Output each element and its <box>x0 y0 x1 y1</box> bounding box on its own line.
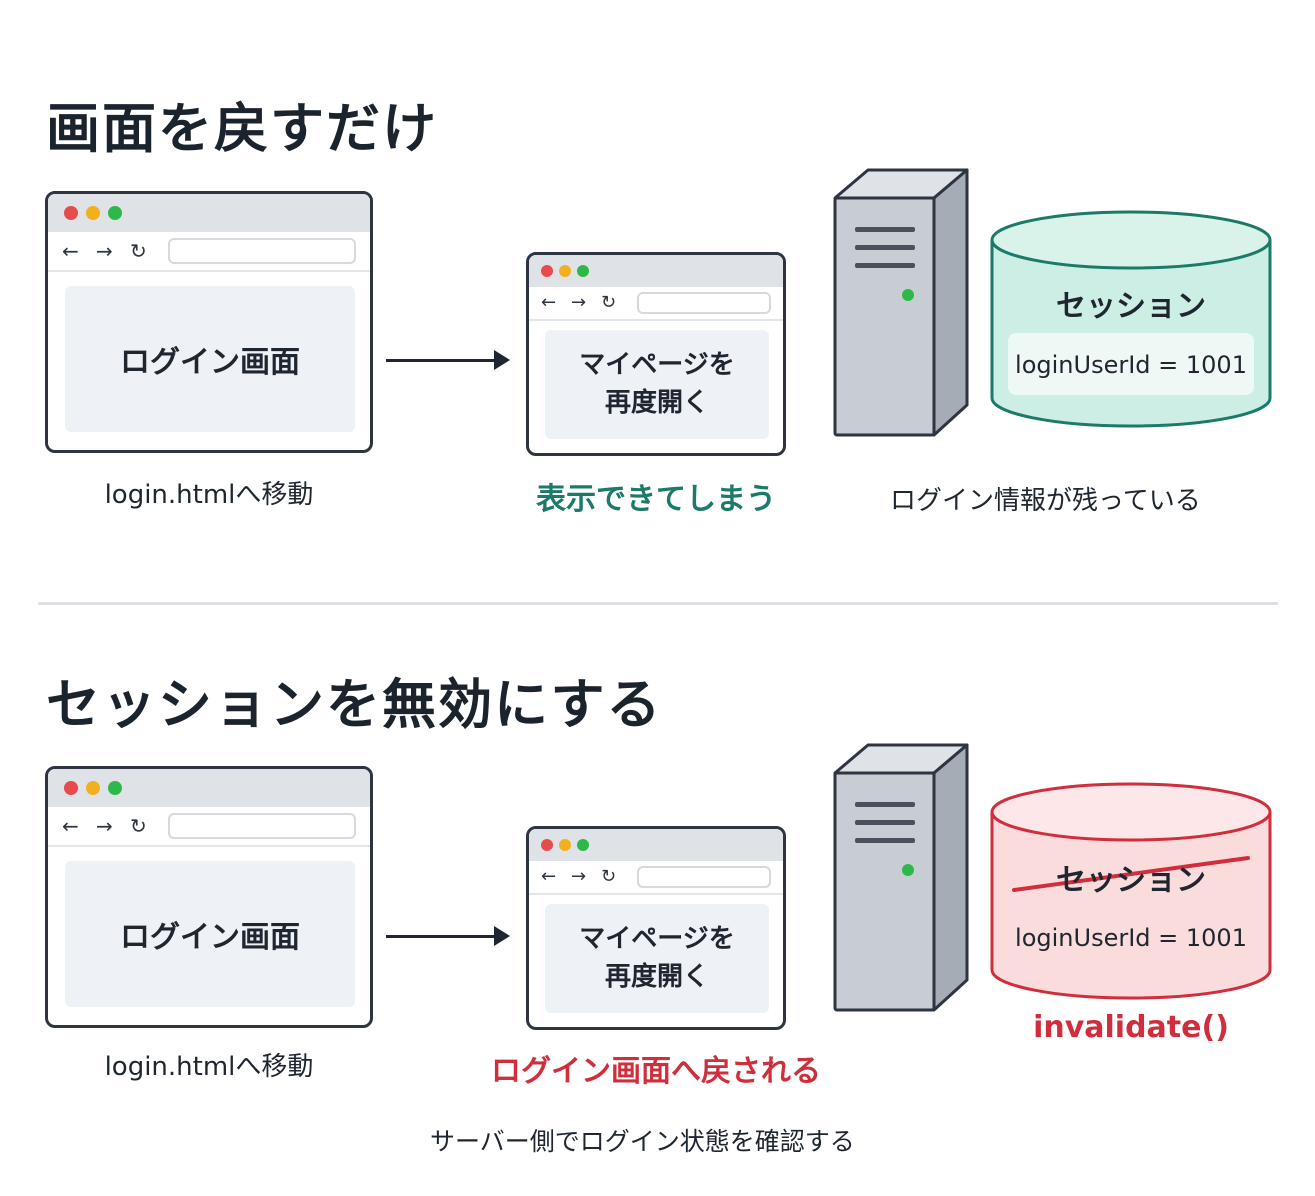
back-arrow-icon: ← <box>541 866 557 887</box>
browser-window-login: ← → ↻ ログイン画面 <box>45 191 373 453</box>
minimize-dot-icon <box>86 781 100 795</box>
session-label-struck: セッション <box>1056 863 1206 898</box>
browser-toolbar: ← → ↻ <box>529 861 783 895</box>
session-database-icon <box>990 210 1272 428</box>
close-dot-icon <box>64 781 78 795</box>
reload-icon: ↻ <box>130 814 147 838</box>
browser-titlebar <box>48 194 370 232</box>
reload-icon: ↻ <box>130 239 147 263</box>
server-icon <box>833 168 969 437</box>
browser1-caption: login.htmlへ移動 <box>104 1052 314 1082</box>
server-icon <box>833 743 969 1012</box>
maximize-dot-icon <box>577 265 589 277</box>
reload-icon: ↻ <box>601 866 617 887</box>
browser-titlebar <box>529 255 783 287</box>
reload-icon: ↻ <box>601 292 617 313</box>
section-title: セッションを無効にする <box>46 673 663 736</box>
close-dot-icon <box>541 839 553 851</box>
invalidated-session-database-icon <box>990 782 1272 1000</box>
browser-toolbar: ← → ↻ <box>529 287 783 321</box>
maximize-dot-icon <box>108 206 122 220</box>
minimize-dot-icon <box>559 265 571 277</box>
section-divider <box>38 602 1278 605</box>
forward-arrow-icon: → <box>571 292 587 313</box>
forward-arrow-icon: → <box>96 239 113 263</box>
browser-content: ログイン画面 <box>65 861 355 1007</box>
session-remains-note: ログイン情報が残っている <box>890 486 1201 516</box>
result-caption-redirect: ログイン画面へ戻される <box>491 1054 821 1089</box>
browser-titlebar <box>529 829 783 861</box>
maximize-dot-icon <box>577 839 589 851</box>
back-arrow-icon: ← <box>62 814 79 838</box>
browser-window-mypage: ← → ↻ マイページを 再度開く <box>526 252 786 456</box>
browser-window-login: ← → ↻ ログイン画面 <box>45 766 373 1028</box>
session-value: loginUserId = 1001 <box>1015 351 1247 379</box>
section-back-only: 画面を戻すだけ ← → ↻ ログイン画面 login.htmlへ移動 ← → ↻… <box>0 0 1315 580</box>
section-invalidate-session: セッションを無効にする ← → ↻ ログイン画面 login.htmlへ移動 ←… <box>0 610 1315 1196</box>
maximize-dot-icon <box>108 781 122 795</box>
address-bar <box>168 238 356 264</box>
session-value: loginUserId = 1001 <box>1015 924 1247 952</box>
back-arrow-icon: ← <box>62 239 79 263</box>
flow-arrow <box>386 350 510 370</box>
minimize-dot-icon <box>86 206 100 220</box>
forward-arrow-icon: → <box>571 866 587 887</box>
invalidate-method-label: invalidate() <box>1033 1010 1229 1045</box>
browser-window-mypage: ← → ↻ マイページを 再度開く <box>526 826 786 1030</box>
section-title: 画面を戻すだけ <box>46 97 438 160</box>
result-caption-ok: 表示できてしまう <box>536 482 776 517</box>
forward-arrow-icon: → <box>96 814 113 838</box>
browser1-caption: login.htmlへ移動 <box>104 480 314 510</box>
browser-content: マイページを 再度開く <box>545 330 769 439</box>
address-bar <box>637 292 771 314</box>
browser-toolbar: ← → ↻ <box>48 232 370 272</box>
flow-arrow <box>386 926 510 946</box>
browser-content: マイページを 再度開く <box>545 904 769 1013</box>
close-dot-icon <box>541 265 553 277</box>
server-check-note: サーバー側でログイン状態を確認する <box>430 1127 855 1156</box>
minimize-dot-icon <box>559 839 571 851</box>
browser-titlebar <box>48 769 370 807</box>
browser-toolbar: ← → ↻ <box>48 807 370 847</box>
session-label: セッション <box>1056 289 1206 324</box>
back-arrow-icon: ← <box>541 292 557 313</box>
address-bar <box>168 813 356 839</box>
browser-content: ログイン画面 <box>65 286 355 432</box>
address-bar <box>637 866 771 888</box>
close-dot-icon <box>64 206 78 220</box>
